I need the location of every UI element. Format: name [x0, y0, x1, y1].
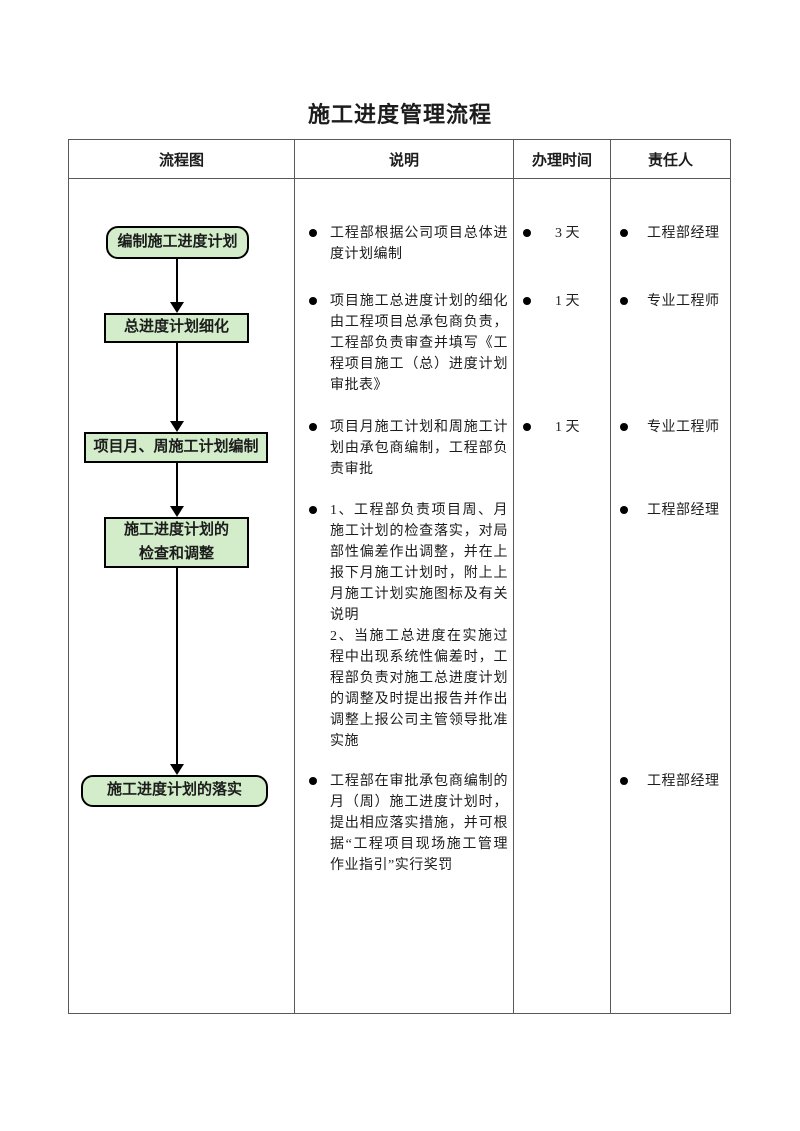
description-item: 工程部根据公司项目总体进度计划编制: [295, 223, 513, 265]
description-item: 工程部在审批承包商编制的月（周）施工进度计划时，提出相应落实措施，并可根据“工程…: [295, 771, 513, 876]
responsible-value: 专业工程师: [647, 420, 720, 435]
flowchart-node-check-adjust: 施工进度计划的 检查和调整: [104, 517, 249, 568]
responsible-value: 工程部经理: [647, 774, 720, 789]
bullet-icon: [309, 423, 317, 431]
time-value: 3 天: [555, 226, 580, 241]
time-column: 3 天 1 天 1 天: [514, 179, 611, 1013]
flowchart-column: 编制施工进度计划 总进度计划细化 项目月、周施工计划编制 施工进度计划的 检查和…: [69, 179, 295, 1013]
description-item: 项目月施工计划和周施工计划由承包商编制，工程部负责审批: [295, 417, 513, 480]
flow-arrow-down-icon: [169, 259, 185, 313]
responsible-value: 专业工程师: [647, 294, 720, 309]
node-label: 编制施工进度计划: [117, 233, 238, 250]
bullet-icon: [309, 506, 317, 514]
time-item: 1 天: [514, 291, 610, 312]
description-item: 项目施工总进度计划的细化由工程项目总承包商负责，工程部负责审查并填写《工程项目施…: [295, 291, 513, 396]
bullet-icon: [620, 229, 628, 237]
bullet-icon: [309, 777, 317, 785]
description-text: 项目月施工计划和周施工计划由承包商编制，工程部负责审批: [330, 420, 508, 477]
responsible-item: 工程部经理: [611, 500, 730, 521]
flowchart-node-compile-schedule: 编制施工进度计划: [106, 226, 249, 259]
responsible-item: 工程部经理: [611, 771, 730, 792]
process-table: 流程图 说明 办理时间 责任人 编制施工进度计划 总进度计划细化 项目月、周施工…: [68, 139, 731, 1014]
description-text: 工程部根据公司项目总体进度计划编制: [330, 226, 508, 262]
time-item: 1 天: [514, 417, 610, 438]
description-column: 工程部根据公司项目总体进度计划编制 项目施工总进度计划的细化由工程项目总承包商负…: [295, 179, 514, 1013]
description-text: 2、当施工总进度在实施过程中出现系统性偏差时，工程部负责对施工总进度计划的调整及…: [330, 629, 508, 749]
responsible-item: 工程部经理: [611, 223, 730, 244]
column-header-flowchart: 流程图: [69, 140, 295, 179]
page-title: 施工进度管理流程: [307, 102, 492, 127]
flowchart-node-monthly-weekly-plan: 项目月、周施工计划编制: [84, 432, 268, 463]
bullet-icon: [309, 297, 317, 305]
column-header-description: 说明: [295, 140, 514, 179]
description-text: 1、工程部负责项目周、月施工计划的检查落实，对局部性偏差作出调整，并在上报下月施…: [330, 503, 508, 623]
bullet-icon: [523, 297, 531, 305]
description-text: 项目施工总进度计划的细化由工程项目总承包商负责，工程部负责审查并填写《工程项目施…: [330, 294, 508, 393]
node-label: 施工进度计划的落实: [106, 782, 242, 799]
description-text: 工程部在审批承包商编制的月（周）施工进度计划时，提出相应落实措施，并可根据“工程…: [330, 774, 508, 873]
flowchart-node-implement-schedule: 施工进度计划的落实: [81, 775, 268, 807]
column-header-responsible: 责任人: [611, 140, 730, 179]
flow-arrow-down-icon: [169, 568, 185, 775]
bullet-icon: [523, 229, 531, 237]
responsible-item: 专业工程师: [611, 417, 730, 438]
bullet-icon: [620, 423, 628, 431]
responsible-value: 工程部经理: [647, 226, 720, 241]
flowchart-node-refine-schedule: 总进度计划细化: [104, 313, 249, 343]
node-label: 项目月、周施工计划编制: [93, 438, 259, 455]
bullet-icon: [523, 423, 531, 431]
flow-arrow-down-icon: [169, 463, 185, 517]
responsible-value: 工程部经理: [647, 503, 720, 518]
flow-arrow-down-icon: [169, 343, 185, 432]
responsible-item: 专业工程师: [611, 291, 730, 312]
bullet-icon: [620, 777, 628, 785]
time-value: 1 天: [555, 420, 580, 435]
bullet-icon: [620, 506, 628, 514]
time-item: 3 天: [514, 223, 610, 244]
column-header-time: 办理时间: [514, 140, 611, 179]
description-item: 1、工程部负责项目周、月施工计划的检查落实，对局部性偏差作出调整，并在上报下月施…: [295, 500, 513, 752]
bullet-icon: [620, 297, 628, 305]
node-label: 施工进度计划的 检查和调整: [123, 522, 229, 562]
time-value: 1 天: [555, 294, 580, 309]
bullet-icon: [309, 229, 317, 237]
node-label: 总进度计划细化: [123, 319, 229, 336]
responsible-column: 工程部经理 专业工程师 专业工程师 工程部经理 工程部经理: [611, 179, 730, 1013]
